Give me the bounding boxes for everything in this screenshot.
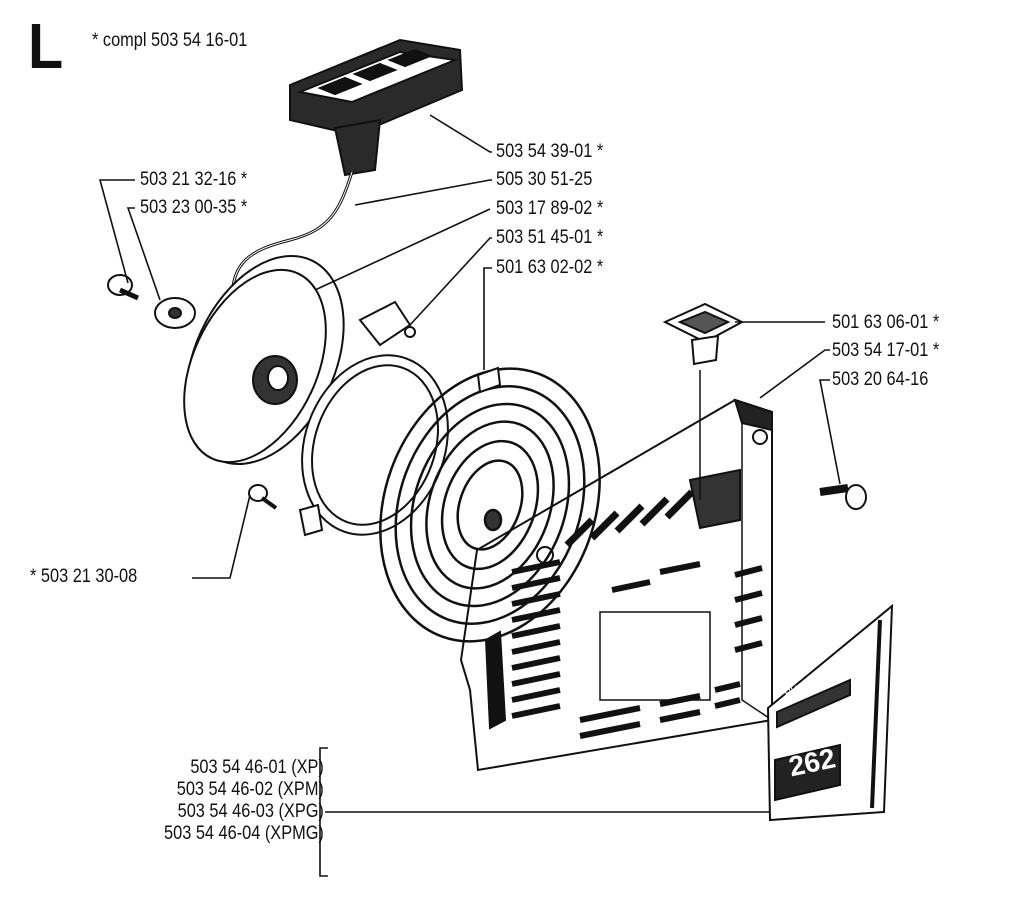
housing-screw-drawing <box>819 484 867 510</box>
callout-rope-guide: 501 63 06-01 * <box>832 312 940 333</box>
leader-lines <box>98 114 841 877</box>
starter-housing-drawing <box>459 370 773 772</box>
decal-part-xpmg: 503 54 46-04 (XPMG) <box>164 823 324 844</box>
decal-part-xpm: 503 54 46-02 (XPM) <box>176 779 324 800</box>
callout-handle: 503 54 39-01 * <box>496 141 604 162</box>
callout-pin: 501 63 02-02 * <box>496 257 604 278</box>
cassette-screw-drawing <box>248 484 278 510</box>
callout-washer: 503 23 00-35 * <box>140 197 248 218</box>
pulley-screw-drawing <box>107 274 140 301</box>
section-letter: L <box>28 10 64 82</box>
pin-drawing <box>476 366 502 394</box>
spring-cassette-drawing <box>298 300 449 537</box>
recoil-spring-drawing <box>379 367 601 643</box>
callout-cassette-screw: * 503 21 30-08 <box>30 566 138 587</box>
callout-pulley: 503 17 89-02 * <box>496 198 604 219</box>
pulley-drawing <box>183 255 345 465</box>
complete-assembly-note: * compl 503 54 16-01 <box>92 30 248 51</box>
washer-drawing <box>154 297 196 329</box>
callout-starter-housing: 503 54 17-01 * <box>832 340 940 361</box>
rope-guide-drawing <box>662 302 745 366</box>
callout-rope: 505 30 51-25 <box>496 169 593 190</box>
callout-housing-screw: 503 20 64-16 <box>832 369 929 390</box>
decal-drawing <box>766 603 894 822</box>
callout-spring-cassette: 503 51 45-01 * <box>496 227 604 248</box>
starter-handle-drawing <box>289 38 464 177</box>
decal-part-numbers: 503 54 46-01 (XP) 503 54 46-02 (XPM) 503… <box>164 757 324 845</box>
decal-part-xpg: 503 54 46-03 (XPG) <box>177 801 324 822</box>
callout-pulley-screw: 503 21 32-16 * <box>140 169 248 190</box>
decal-part-xp: 503 54 46-01 (XP) <box>190 757 324 778</box>
